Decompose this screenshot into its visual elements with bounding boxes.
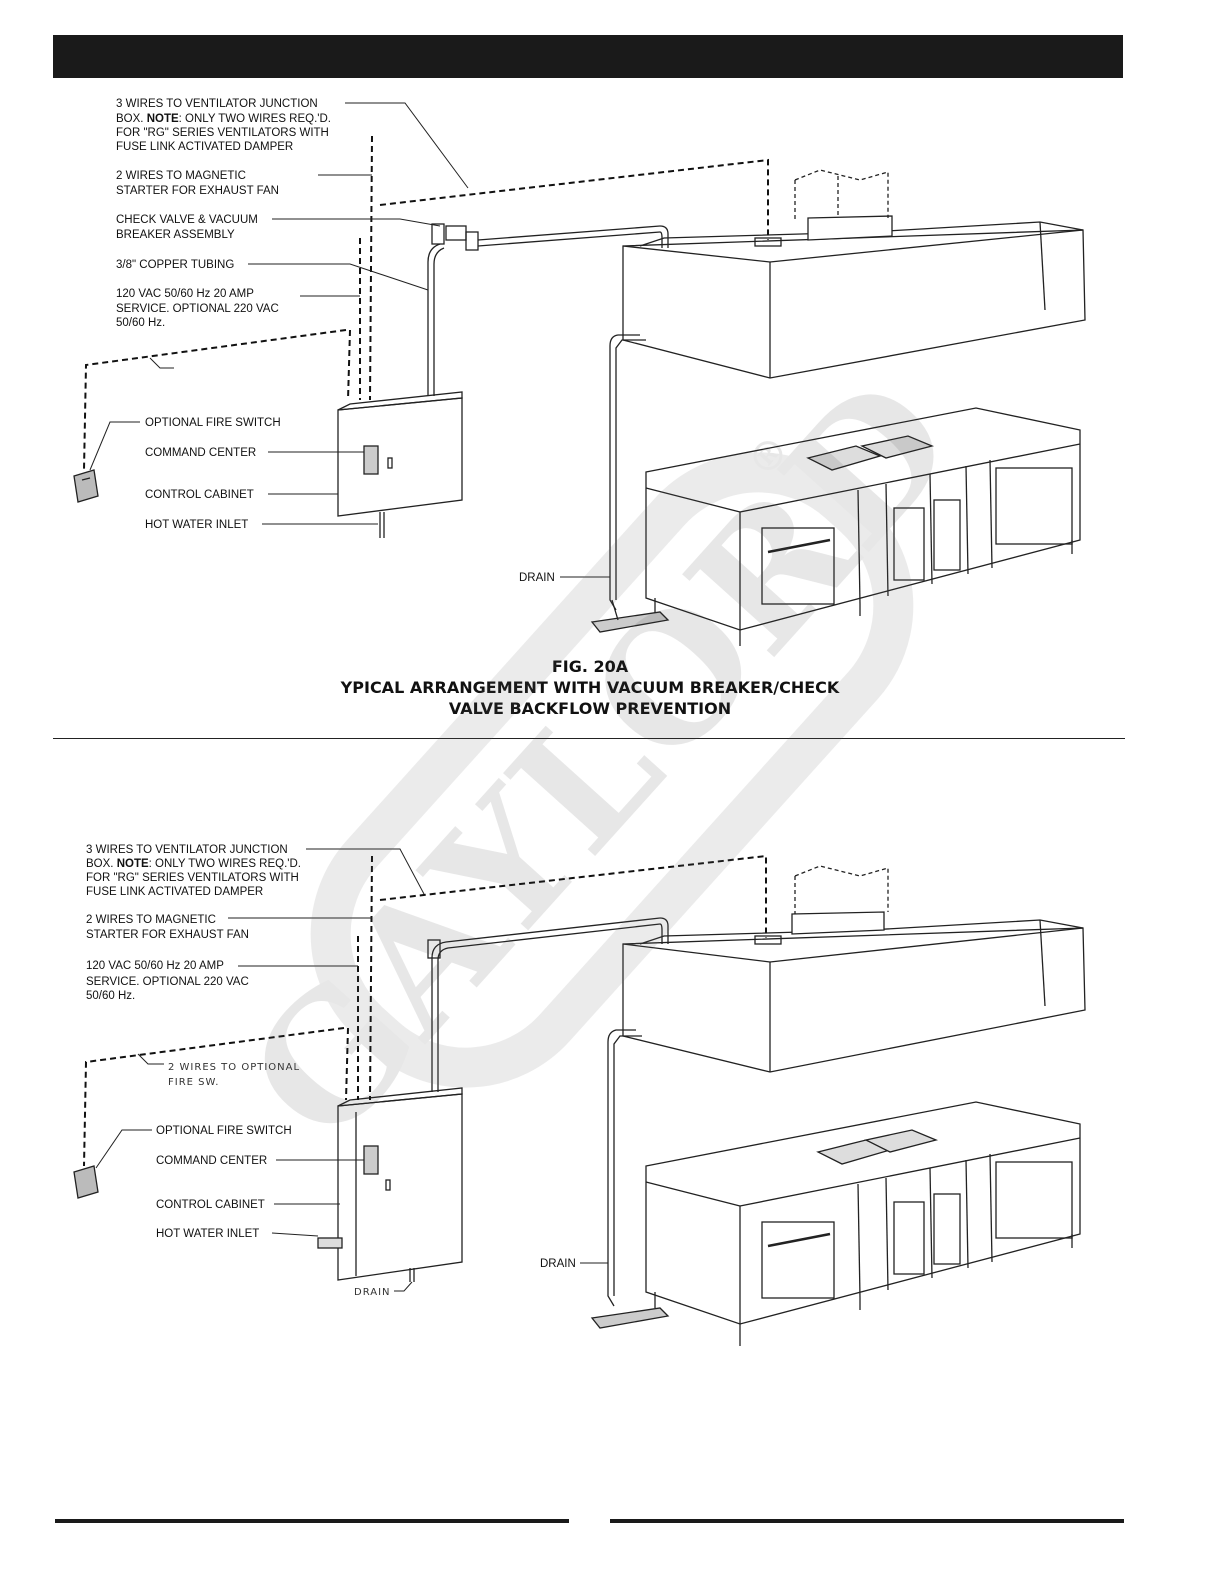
exhaust-hood-b: [622, 865, 1086, 1073]
label-wires-starter-l2: STARTER FOR EXHAUST FAN: [116, 185, 279, 197]
label-fire-switch: OPTIONAL FIRE SWITCH: [145, 417, 281, 429]
header-bar: [53, 35, 1123, 78]
electrical-wires: [83, 135, 769, 471]
label-b-wires-starter-l2: STARTER FOR EXHAUST FAN: [86, 929, 249, 941]
figure-20a-diagram: 3 WIRES TO VENTILATOR JUNCTION BOX. NOTE…: [73, 98, 1086, 646]
control-cabinet-b: [317, 1087, 463, 1282]
cooking-line: [645, 407, 1081, 646]
label-b-hot-water-inlet: HOT WATER INLET: [156, 1228, 259, 1240]
caption-fig-number: FIG. 20A: [551, 657, 629, 676]
label-b-control-cabinet: CONTROL CABINET: [156, 1199, 265, 1211]
fig-b-labels: 3 WIRES TO VENTILATOR JUNCTION BOX. NOTE…: [86, 844, 576, 1298]
label-b-drain: DRAIN: [540, 1258, 576, 1270]
label-wires-ventilator-l1: 3 WIRES TO VENTILATOR JUNCTION: [116, 98, 318, 110]
footer-rule-right: [610, 1519, 1124, 1523]
figure-20b-diagram: 3 WIRES TO VENTILATOR JUNCTION BOX. NOTE…: [73, 844, 1086, 1346]
fig-a-labels: 3 WIRES TO VENTILATOR JUNCTION BOX. NOTE…: [116, 98, 555, 584]
label-power-l2: SERVICE. OPTIONAL 220 VAC: [116, 303, 279, 315]
copper-tubing: [427, 223, 669, 396]
label-b-wires-ventilator-l1: 3 WIRES TO VENTILATOR JUNCTION: [86, 844, 288, 856]
label-b-fire-sw-wires-l1: 2 WIRES TO OPTIONAL: [168, 1062, 300, 1073]
leader-lines: [89, 102, 610, 578]
fire-switch-b: [73, 1165, 99, 1199]
caption-title-line2: VALVE BACKFLOW PREVENTION: [448, 699, 732, 718]
label-wires-ventilator-l3: FOR "RG" SERIES VENTILATORS WITH: [116, 127, 329, 139]
label-command-center: COMMAND CENTER: [145, 447, 256, 459]
control-cabinet: [337, 391, 463, 538]
label-b-wires-starter-l1: 2 WIRES TO MAGNETIC: [86, 914, 216, 926]
drain-assembly-b: [590, 1029, 670, 1329]
label-power-l3: 50/60 Hz.: [116, 317, 165, 329]
label-b-fire-switch: OPTIONAL FIRE SWITCH: [156, 1125, 292, 1137]
label-b-fire-sw-wires-l2: FIRE SW.: [168, 1077, 219, 1088]
label-wires-ventilator-l2: BOX. NOTE: ONLY TWO WIRES REQ.'D.: [116, 113, 331, 125]
figure-20a-caption: FIG. 20A YPICAL ARRANGEMENT WITH VACUUM …: [240, 656, 940, 719]
label-drain: DRAIN: [519, 572, 555, 584]
label-b-power-l1: 120 VAC 50/60 Hz 20 AMP: [86, 960, 224, 972]
label-b-wires-ventilator-l3: FOR "RG" SERIES VENTILATORS WITH: [86, 872, 299, 884]
exhaust-hood: [622, 169, 1086, 379]
electrical-wires-b: [83, 854, 767, 1167]
hot-water-tubing-b: [427, 917, 669, 1092]
label-b-power-l2: SERVICE. OPTIONAL 220 VAC: [86, 976, 249, 988]
label-wires-ventilator-l4: FUSE LINK ACTIVATED DAMPER: [116, 141, 293, 153]
label-wires-starter-l1: 2 WIRES TO MAGNETIC: [116, 170, 246, 182]
fire-switch: [73, 469, 99, 503]
label-control-cabinet: CONTROL CABINET: [145, 489, 254, 501]
label-b-command-center: COMMAND CENTER: [156, 1155, 267, 1167]
footer-rule-left: [55, 1519, 569, 1523]
label-copper-tubing: 3/8" COPPER TUBING: [116, 259, 234, 271]
label-b-wires-ventilator-l2: BOX. NOTE: ONLY TWO WIRES REQ.'D.: [86, 858, 301, 870]
label-power-l1: 120 VAC 50/60 Hz 20 AMP: [116, 288, 254, 300]
label-check-valve-l2: BREAKER ASSEMBLY: [116, 229, 235, 241]
label-b-wires-ventilator-l4: FUSE LINK ACTIVATED DAMPER: [86, 886, 263, 898]
label-b-drain-cabinet: DRAIN: [354, 1287, 391, 1298]
label-check-valve-l1: CHECK VALVE & VACUUM: [116, 214, 258, 226]
caption-title-line1: YPICAL ARRANGEMENT WITH VACUUM BREAKER/C…: [340, 678, 840, 697]
leader-lines-b: [95, 848, 608, 1292]
drain-assembly: [590, 334, 670, 633]
section-divider: [53, 738, 1125, 739]
label-hot-water-inlet: HOT WATER INLET: [145, 519, 248, 531]
cooking-line-b: [645, 1101, 1081, 1346]
label-b-power-l3: 50/60 Hz.: [86, 990, 135, 1002]
